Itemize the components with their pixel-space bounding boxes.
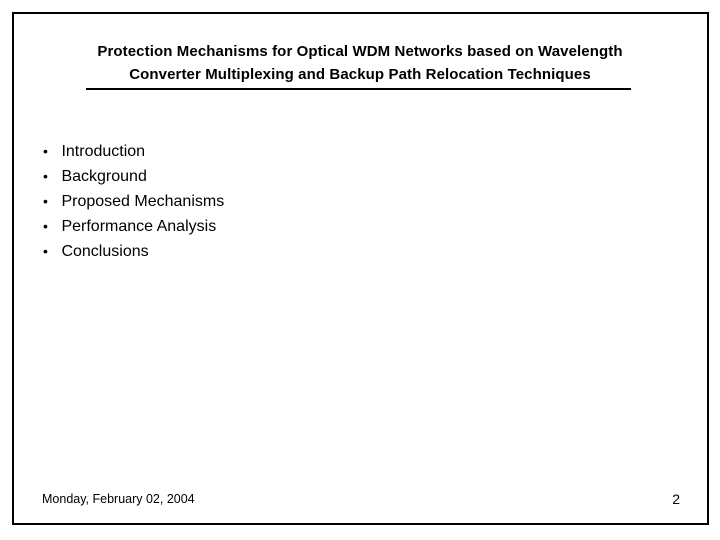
bullet-icon: • [43,243,48,259]
slide-date: Monday, February 02, 2004 [42,492,195,506]
list-item: • Background [43,164,224,189]
list-item: • Performance Analysis [43,214,224,239]
slide-title-line-1: Protection Mechanisms for Optical WDM Ne… [97,43,623,60]
title-underline-rule [86,88,631,90]
slide-title-line-2: Converter Multiplexing and Backup Path R… [129,66,591,83]
list-item: • Proposed Mechanisms [43,189,224,214]
bullet-icon: • [43,193,48,209]
list-item-label: Conclusions [61,243,149,260]
list-item-label: Background [61,168,147,185]
list-item-label: Performance Analysis [61,218,217,235]
outline-list: • Introduction • Background • Proposed M… [43,139,224,264]
bullet-icon: • [43,143,48,159]
list-item: • Conclusions [43,239,224,264]
slide-page-number: 2 [672,491,680,507]
bullet-icon: • [43,218,48,234]
bullet-icon: • [43,168,48,184]
slide-border [12,12,709,525]
list-item-label: Proposed Mechanisms [61,193,225,210]
list-item: • Introduction [43,139,224,164]
slide-title: Protection Mechanisms for Optical WDM Ne… [30,40,690,86]
list-item-label: Introduction [61,143,146,160]
